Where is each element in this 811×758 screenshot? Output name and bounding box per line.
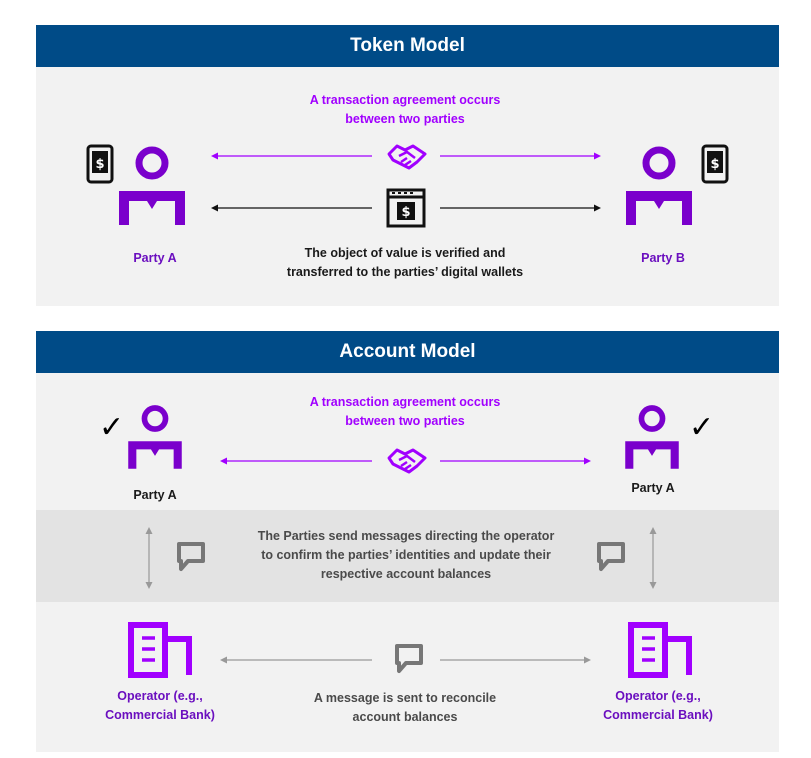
operator-b-line2: Commercial Bank) (603, 708, 713, 722)
handshake-icon (387, 144, 427, 170)
message-line1: The Parties send messages directing the … (257, 529, 555, 543)
person-icon (119, 146, 185, 225)
operator-b-line1: Operator (e.g., (615, 689, 701, 703)
operator-a-line1: Operator (e.g., (117, 689, 203, 703)
message-icon (395, 644, 423, 673)
token-agreement-text: A transaction agreement occurs between t… (255, 91, 555, 129)
agreement-arrow (211, 152, 601, 212)
token-verify-line2: transferred to the parties’ digital wall… (286, 265, 524, 279)
token-verify-line1: The object of value is verified and (304, 246, 506, 260)
reconcile-line2: account balances (352, 710, 458, 724)
building-icon (628, 622, 692, 678)
building-icon (128, 622, 192, 678)
checkmark-icon: ✓ (99, 410, 125, 445)
person-icon (626, 146, 692, 225)
document-dollar-icon: $ (386, 188, 426, 228)
operator-a-line2: Commercial Bank) (105, 708, 215, 722)
token-party-a-label: Party A (133, 251, 177, 265)
token-agreement-line1: A transaction agreement occurs (309, 93, 501, 107)
phone-wallet-icon: $ (701, 144, 729, 184)
account-agreement-line1: A transaction agreement occurs (309, 395, 501, 409)
person-icon (625, 405, 679, 469)
person-icon (128, 405, 182, 469)
svg-text:$: $ (95, 157, 104, 172)
account-model-header: Account Model (36, 331, 779, 373)
message-line2: to confirm the parties’ identities and u… (261, 548, 551, 562)
svg-text:$: $ (710, 157, 719, 172)
message-line3: respective account balances (320, 567, 492, 581)
account-party-a-label: Party A (133, 488, 177, 502)
checkmark-icon: ✓ (689, 410, 715, 445)
account-model-title: Account Model (339, 341, 476, 362)
account-agreement-line2: between two parties (345, 414, 465, 428)
token-verify-text: The object of value is verified and tran… (230, 244, 580, 282)
token-model-title: Token Model (350, 35, 465, 56)
token-agreement-line2: between two parties (345, 112, 465, 126)
token-model-header: Token Model (36, 25, 779, 67)
token-party-b-label: Party B (641, 251, 685, 265)
operator-b-label: Operator (e.g., Commercial Bank) (588, 687, 728, 725)
token-model-panel (36, 66, 779, 306)
message-band (36, 510, 779, 602)
operator-a-label: Operator (e.g., Commercial Bank) (90, 687, 230, 725)
message-icon (597, 542, 625, 571)
reconcile-text: A message is sent to reconcile account b… (280, 689, 530, 727)
account-agreement-text: A transaction agreement occurs between t… (255, 393, 555, 431)
message-icon (177, 542, 205, 571)
phone-wallet-icon: $ (86, 144, 114, 184)
reconcile-line1: A message is sent to reconcile (313, 691, 497, 705)
message-band-text: The Parties send messages directing the … (236, 527, 576, 584)
account-party-b-label: Party A (631, 481, 675, 495)
svg-text:$: $ (401, 205, 410, 220)
handshake-icon (387, 448, 427, 474)
